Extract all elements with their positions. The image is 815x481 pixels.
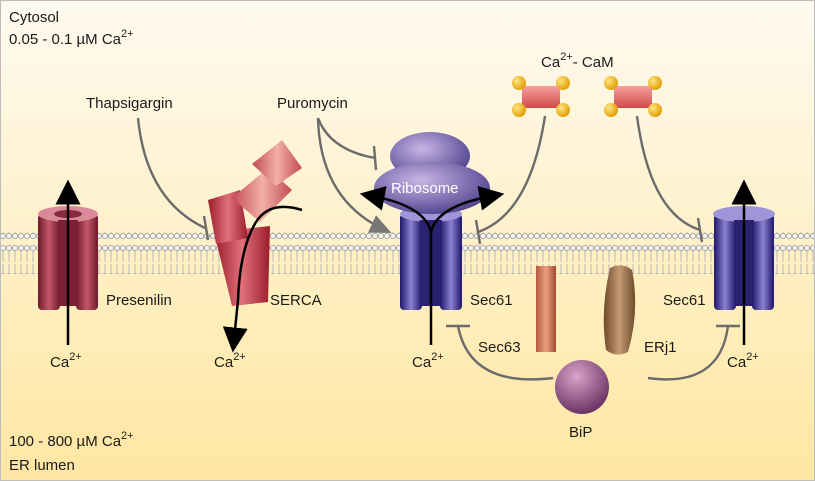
ca-label-sec61-left: Ca2+ (412, 351, 444, 371)
serca-pump (208, 140, 303, 353)
regulation-lines (136, 115, 740, 381)
sec61-left-label: Sec61 (470, 292, 513, 309)
ca-label-presenilin: Ca2+ (50, 351, 82, 371)
cam-label: Ca2+- CaM (541, 51, 614, 71)
serca-label: SERCA (270, 292, 322, 309)
cam-complex-right (604, 76, 662, 117)
sec63-label: Sec63 (478, 339, 521, 356)
cytosol-concentration: 0.05 - 0.1 µM Ca2+ (9, 28, 134, 48)
cytosol-label: Cytosol (9, 9, 59, 26)
ribosome (374, 132, 490, 214)
cam-complex-left (512, 76, 570, 117)
erj1-label: ERj1 (644, 339, 677, 356)
lumen-label: ER lumen (9, 457, 75, 474)
sec61-right-label: Sec61 (663, 292, 706, 309)
puromycin-label: Puromycin (277, 95, 348, 112)
ca-label-serca: Ca2+ (214, 351, 246, 371)
ca-label-sec61-right: Ca2+ (727, 351, 759, 371)
presenilin-label: Presenilin (106, 292, 172, 309)
erj1-protein (603, 265, 636, 355)
bip-label: BiP (569, 424, 592, 441)
bip-protein (555, 360, 609, 414)
presenilin-channel (38, 179, 98, 345)
ribosome-label: Ribosome (391, 180, 459, 197)
sec63-protein (536, 266, 556, 352)
lumen-concentration: 100 - 800 µM Ca2+ (9, 430, 134, 450)
sec61-right-channel (713, 179, 775, 345)
thapsigargin-label: Thapsigargin (86, 95, 173, 112)
